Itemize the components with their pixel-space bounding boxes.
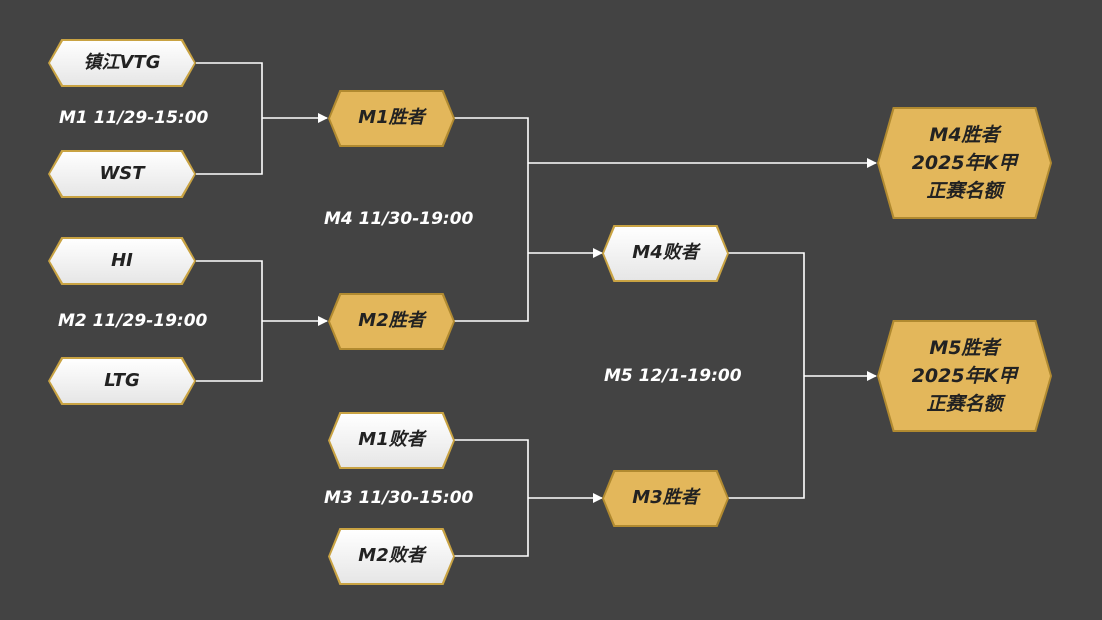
slot-m2-loser[interactable]: M2败者 [328,528,455,585]
slot-label: M4败者 [632,242,699,264]
team-label: LTG [104,369,140,391]
match-time-m3: M3 11/30-15:00 [324,488,474,508]
slot-m4-loser[interactable]: M4败者 [602,225,729,282]
match-time-m4: M4 11/30-19:00 [324,209,474,229]
qualifier-title: M5胜者 [929,337,1000,359]
slot-label: M1胜者 [358,107,425,129]
qualifier-subtitle: 2025年K甲 [911,365,1018,387]
slot-label: M1败者 [358,429,425,451]
slot-m2-winner[interactable]: M2胜者 [328,293,455,350]
match-time-m5: M5 12/1-19:00 [604,366,742,386]
slot-label: M3胜者 [632,487,699,509]
qualifier-subtitle: 正赛名额 [926,393,1003,415]
slot-label: M2胜者 [358,310,425,332]
team-node-hi[interactable]: HI [48,237,196,285]
team-label: HI [111,249,133,271]
slot-m1-winner[interactable]: M1胜者 [328,90,455,147]
team-node-zhenjiang-vtg[interactable]: 镇江VTG [48,39,196,87]
qualifier-title: M4胜者 [929,124,1000,146]
connector-m4 [454,117,529,322]
team-node-ltg[interactable]: LTG [48,357,196,405]
slot-m1-loser[interactable]: M1败者 [328,412,455,469]
qualifier-subtitle: 2025年K甲 [911,152,1018,174]
team-node-wst[interactable]: WST [48,150,196,198]
qualifier-m4-winner[interactable]: M4胜者 2025年K甲 正赛名额 [877,107,1052,219]
team-label: WST [99,162,145,184]
slot-label: M2败者 [358,545,425,567]
match-time-m1: M1 11/29-15:00 [59,108,209,128]
team-label: 镇江VTG [83,51,161,73]
qualifier-subtitle: 正赛名额 [926,180,1003,202]
qualifier-m5-winner[interactable]: M5胜者 2025年K甲 正赛名额 [877,320,1052,432]
match-time-m2: M2 11/29-19:00 [58,311,208,331]
slot-m3-winner[interactable]: M3胜者 [602,470,729,527]
